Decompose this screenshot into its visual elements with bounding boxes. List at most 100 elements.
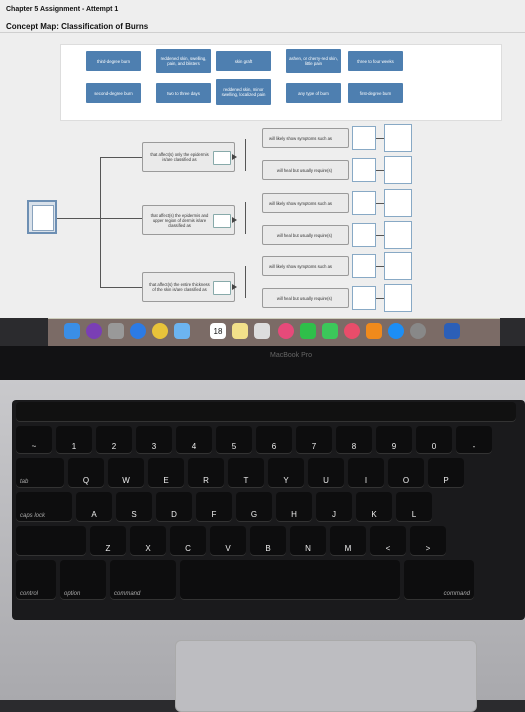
key[interactable]: F [196,492,232,522]
key[interactable]: J [316,492,352,522]
connector [55,218,100,219]
messages-icon[interactable] [300,323,316,339]
answer-tile[interactable]: any type of burn [286,83,341,103]
key[interactable]: X [130,526,166,556]
key[interactable]: 6 [256,426,292,454]
key[interactable]: U [308,458,344,488]
key[interactable]: 1 [56,426,92,454]
key[interactable]: Q [68,458,104,488]
safari-icon[interactable] [130,323,146,339]
drop-slot[interactable] [384,189,412,217]
key[interactable]: 4 [176,426,212,454]
drop-slot[interactable] [352,223,376,247]
drop-slot[interactable] [352,286,376,310]
key[interactable]: < [370,526,406,556]
key[interactable]: H [276,492,312,522]
drop-slot[interactable] [384,124,412,152]
key[interactable]: N [290,526,326,556]
tab-key[interactable]: tab [16,458,64,488]
answer-tile[interactable]: skin graft [216,51,271,71]
key[interactable]: C [170,526,206,556]
symptom-label: will likely show symptoms such as [268,263,332,269]
key[interactable]: Z [90,526,126,556]
answer-tile[interactable]: two to three days [156,83,211,103]
key[interactable]: 7 [296,426,332,454]
connector [100,157,101,287]
chapter-title: Chapter 5 Assignment - Attempt 1 [6,6,119,13]
key[interactable]: Y [268,458,304,488]
key[interactable]: - [456,426,492,454]
answer-tile[interactable]: second-degree burn [86,83,141,103]
chrome-icon[interactable] [152,323,168,339]
key[interactable]: G [236,492,272,522]
key[interactable]: O [388,458,424,488]
drop-slot[interactable] [384,252,412,280]
command-key[interactable]: command [404,560,474,600]
answer-tile[interactable]: third-degree burn [86,51,141,71]
facetime-icon[interactable] [322,323,338,339]
answer-tile[interactable]: reddened skin, minor swelling, localized… [216,79,271,105]
drop-slot[interactable] [352,126,376,150]
drop-slot[interactable] [352,158,376,182]
key[interactable]: 8 [336,426,372,454]
key[interactable]: 0 [416,426,452,454]
burns-root-box[interactable] [27,200,57,234]
key[interactable]: W [108,458,144,488]
key[interactable]: I [348,458,384,488]
launchpad-icon[interactable] [108,323,124,339]
reminders-icon[interactable] [254,323,270,339]
shift-key[interactable] [16,526,86,556]
key[interactable]: E [148,458,184,488]
key[interactable]: 3 [136,426,172,454]
answer-tile[interactable]: first-degree burn [348,83,403,103]
finder-icon[interactable] [64,323,80,339]
app-store-icon[interactable] [388,323,404,339]
symptom-box: will heal but usually require(s) [262,225,349,245]
branch-box: that affect(s) the epidermis and upper r… [142,205,235,235]
key[interactable]: 9 [376,426,412,454]
control-key[interactable]: control [16,560,56,600]
trackpad[interactable] [175,640,477,712]
command-key[interactable]: command [110,560,176,600]
key[interactable]: S [116,492,152,522]
drop-slot[interactable] [213,214,231,228]
drop-slot[interactable] [213,151,231,165]
key[interactable]: 5 [216,426,252,454]
key[interactable]: R [188,458,224,488]
caps-lock-key[interactable]: caps lock [16,492,72,522]
drop-slot[interactable] [384,156,412,184]
answer-tile[interactable]: reddened skin, swelling, pain, and blist… [156,49,211,73]
option-key[interactable]: option [60,560,106,600]
key[interactable]: D [156,492,192,522]
keyboard: ~ 1 2 3 4 5 6 7 8 9 0 - tab Q W E R T Y … [12,400,525,620]
key[interactable]: A [76,492,112,522]
key[interactable]: M [330,526,366,556]
preferences-icon[interactable] [410,323,426,339]
answer-tile[interactable]: three to four weeks [348,51,403,71]
mail-icon[interactable] [174,323,190,339]
key[interactable]: > [410,526,446,556]
ibooks-icon[interactable] [366,323,382,339]
function-row[interactable] [16,402,516,422]
itunes-icon[interactable] [344,323,360,339]
notes-icon[interactable] [232,323,248,339]
key[interactable]: L [396,492,432,522]
calendar-icon[interactable]: 18 [210,323,226,339]
drop-slot[interactable] [352,191,376,215]
key[interactable]: T [228,458,264,488]
drop-slot[interactable] [213,281,231,295]
siri-icon[interactable] [86,323,102,339]
drop-slot[interactable] [384,284,412,312]
key[interactable]: P [428,458,464,488]
word-icon[interactable] [444,323,460,339]
key[interactable]: K [356,492,392,522]
key[interactable]: ~ [16,426,52,454]
key[interactable]: B [250,526,286,556]
drop-slot[interactable] [384,221,412,249]
answer-tile[interactable]: ashen, or cherry-red skin, little pain [286,49,341,73]
key[interactable]: V [210,526,246,556]
key[interactable]: 2 [96,426,132,454]
space-bar[interactable] [180,560,400,600]
drop-slot[interactable] [352,254,376,278]
photos-icon[interactable] [278,323,294,339]
